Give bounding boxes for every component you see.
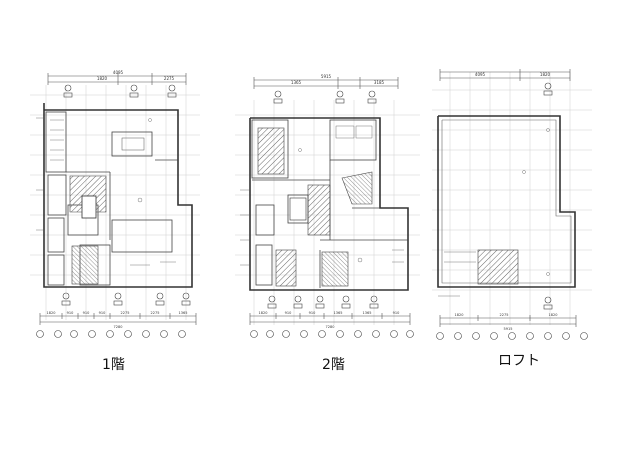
- plan-2f-walls: [249, 117, 409, 291]
- plan-2f-bottom-dim-6: 910: [393, 311, 400, 315]
- plan-loft-bottom-dim-3: 1820: [549, 313, 558, 317]
- plan-2f-top-dim-3: 3185: [374, 80, 385, 85]
- plan-1f-top-markers: [63, 84, 177, 98]
- plan-2f-total-dim: 7280: [326, 325, 335, 329]
- plan-1f-bottom-dim-5: 2275: [121, 311, 130, 315]
- plan-1f-bottom-dim-4: 910: [99, 311, 106, 315]
- plan-1f-top-dim-1: 4095: [113, 70, 124, 75]
- plan-2f-bath: [289, 197, 307, 221]
- plan-2f-bottom-markers: [267, 295, 379, 309]
- plan-1f-bottom-dim-1: 1820: [47, 311, 56, 315]
- plan-loft-top-markers: [543, 82, 553, 96]
- plan-1f-bottom-dim-2: 910: [67, 311, 74, 315]
- plan-loft-hatched-opening: [477, 249, 519, 285]
- plan-loft-caption: ロフト: [498, 353, 540, 369]
- plan-loft-bottom-dim-2: 2275: [500, 313, 509, 317]
- plan-2f-bottom-dim-1: 1820: [259, 311, 268, 315]
- plan-2f-caption: 2階: [322, 357, 345, 373]
- plan-2f-top-dim-1: 5915: [321, 74, 332, 79]
- plan-2f-details: [240, 125, 404, 266]
- plan-1f-caption: 1階: [102, 357, 125, 373]
- plan-1f-hatched-stair: [71, 245, 99, 285]
- plan-1f-bottom-markers: [61, 292, 191, 306]
- plan-loft-bottom-markers: [543, 296, 553, 310]
- plan-1f-walls: [43, 103, 193, 288]
- plan-loft-axis-bubbles: [436, 332, 588, 340]
- plan-2f-bottom-dim-4: 1365: [334, 311, 343, 315]
- plan-2f-hatched-wedge: [341, 171, 373, 205]
- plan-2f-bottom-dim-2: 910: [285, 311, 292, 315]
- plan-1f-top-dim-3: 2275: [164, 76, 175, 81]
- plan-2f-grid: [235, 100, 420, 325]
- plan-1f-hatched-core: [69, 175, 107, 213]
- plan-2f-top-markers: [273, 90, 377, 104]
- plan-1f-bottom-dim-7: 1365: [179, 311, 188, 315]
- plan-1f-bottom-dim-3: 910: [83, 311, 90, 315]
- plan-loft-details: [438, 128, 550, 297]
- plan-loft-bottom-dimensions: [439, 315, 577, 327]
- plan-2f: 5915 1365 3185: [235, 74, 420, 338]
- plan-1f-bottom-dimensions: [39, 313, 197, 325]
- plan-2f-bottom-dimensions: [249, 313, 411, 325]
- plan-1f-top-dim-2: 1820: [97, 76, 108, 81]
- plan-1f: 4095 1820 2275: [30, 70, 200, 338]
- plan-2f-axis-bubbles: [250, 330, 414, 338]
- plan-1f-bottom-dim-6: 2275: [151, 311, 160, 315]
- plan-2f-hatched-stair: [257, 127, 285, 175]
- plan-1f-kitchen-island: [81, 195, 97, 219]
- plan-loft: 4095 1820: [432, 69, 592, 340]
- plan-loft-inner-lines: [441, 119, 572, 284]
- plan-1f-details: [36, 117, 176, 266]
- plan-loft-total-dim: 5915: [504, 327, 513, 331]
- plan-1f-table: [121, 137, 145, 151]
- plan-1f-top-dimensions: [47, 73, 187, 85]
- plan-2f-bottom-dim-3: 910: [309, 311, 316, 315]
- plan-loft-top-dim-1: 4095: [475, 72, 486, 77]
- plan-2f-top-dim-2: 1365: [291, 80, 302, 85]
- plan-2f-hatched-wet: [307, 184, 331, 236]
- plan-1f-total-dim: 7280: [114, 325, 123, 329]
- plan-loft-bottom-dim-1: 1820: [455, 313, 464, 317]
- plan-loft-top-dim-2: 1820: [540, 72, 551, 77]
- plan-2f-hatched-closet: [321, 251, 349, 287]
- plan-2f-hatched-lower-stair: [275, 249, 297, 287]
- plan-1f-axis-bubbles: [36, 330, 186, 338]
- plan-loft-walls: [437, 115, 576, 288]
- plan-loft-top-dimensions: [439, 69, 571, 81]
- plan-2f-bottom-dim-5: 1365: [363, 311, 372, 315]
- plan-2f-top-dimensions: [253, 77, 399, 89]
